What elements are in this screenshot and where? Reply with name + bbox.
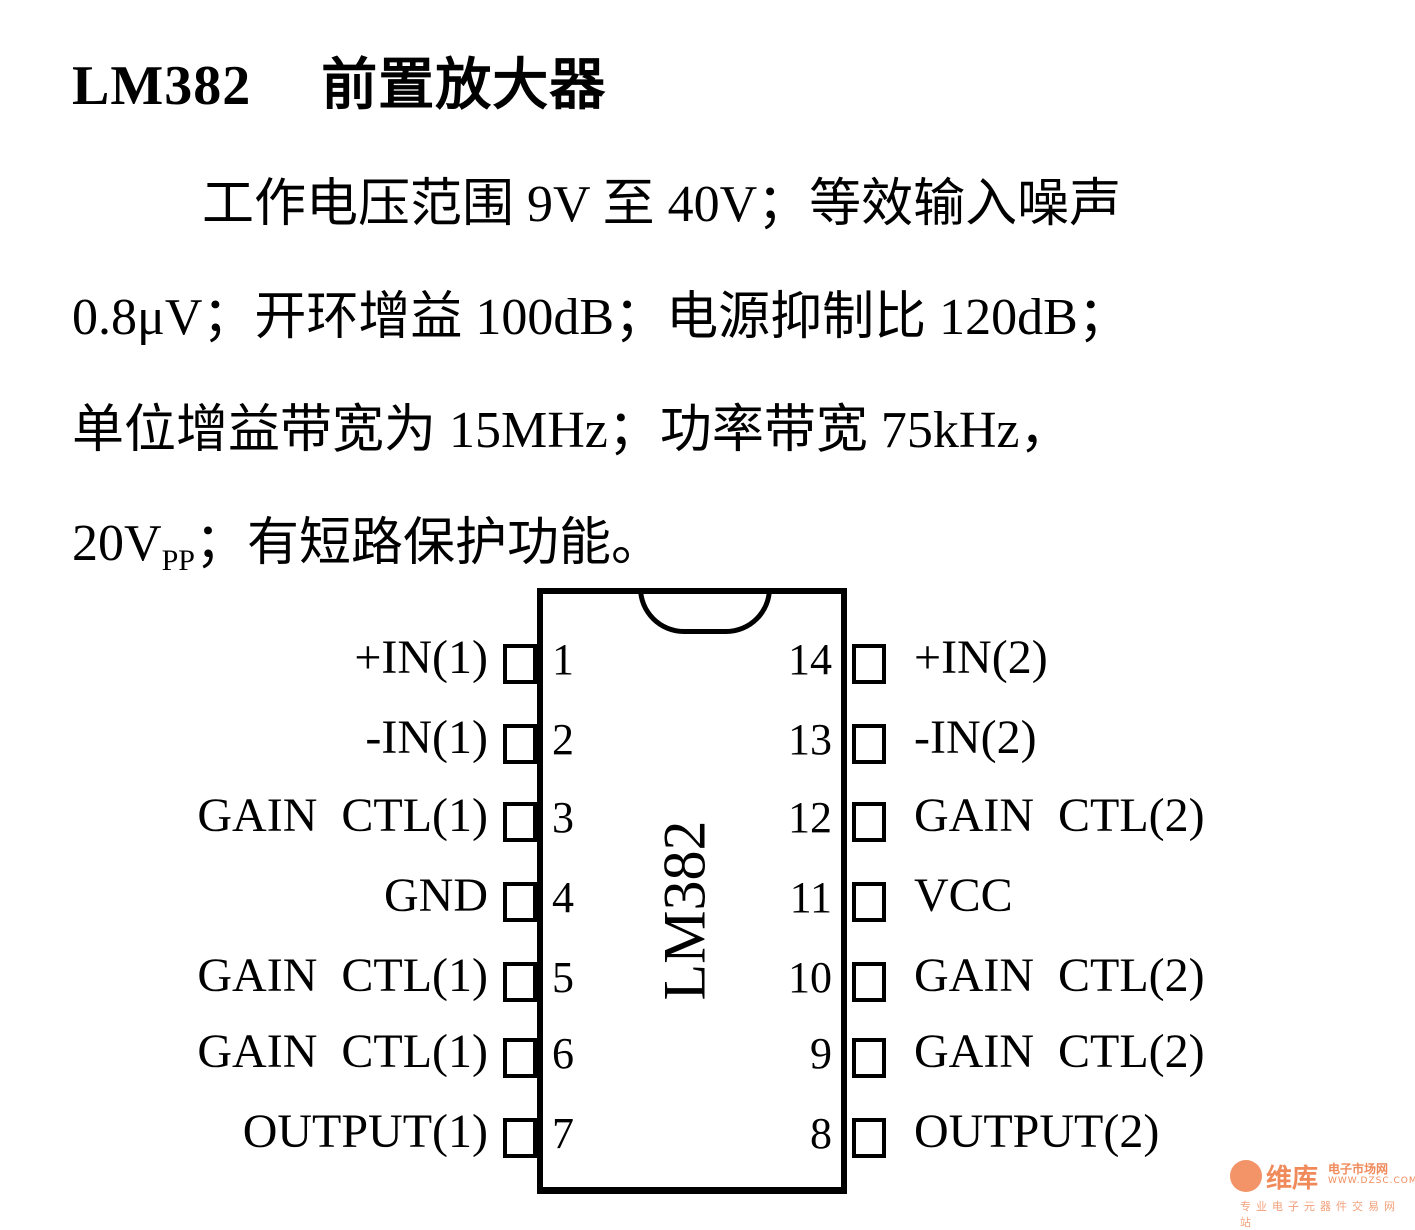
watermark: 维库 电子市场网 WWW.DZSC.COM 专业电子元器件交易网站 [1228,1158,1415,1229]
pin-number: 10 [788,953,832,1002]
watermark-url: WWW.DZSC.COM [1328,1176,1415,1186]
pin-number: 4 [552,873,574,922]
pin-label: +IN(2) [914,631,1048,684]
pin-label: GAIN CTL(1) [197,949,488,1002]
pin-pad-left [503,644,537,684]
pin-pad-right [852,724,886,764]
pin-number: 6 [552,1029,574,1078]
pin-number: 13 [788,715,832,764]
voltage-value: 20V [72,515,162,572]
pin-number: 8 [810,1109,832,1158]
pin-label: OUTPUT(1) [242,1105,488,1158]
pin-label: GAIN CTL(1) [197,1025,488,1078]
spec-line-3: 单位增益带宽为 15MHz；功率带宽 75kHz， [72,402,1072,459]
pin-label: GND [384,869,488,922]
pp-subscript: PP [161,544,195,577]
pin-number: 2 [552,715,574,764]
pin-number: 12 [788,793,832,842]
part-description: 前置放大器 [321,55,607,117]
spec-paragraph: 工作电压范围 9V 至 40V；等效输入噪声 0.8μV；开环增益 100dB；… [72,148,1362,600]
pin-label: OUTPUT(2) [914,1105,1160,1158]
pin-number: 3 [552,793,574,842]
pin-label: -IN(2) [914,711,1037,764]
pin-pad-right [852,1038,886,1078]
spec-line-1: 工作电压范围 9V 至 40V；等效输入噪声 [202,176,1122,233]
pin-label: GAIN CTL(1) [197,789,488,842]
spec-line-4: 20VPP；有短路保护功能。 [72,487,1362,600]
spec-line-4-rest: ；有短路保护功能。 [194,515,663,572]
part-number: LM382 [72,55,252,117]
pin-label: VCC [914,869,1013,922]
pin-pad-left [503,962,537,1002]
watermark-brand: 维库 [1266,1164,1319,1194]
pin-pad-left [503,1038,537,1078]
pin-label: GAIN CTL(2) [914,949,1205,1002]
pin-number: 5 [552,953,574,1002]
pin-pad-right [852,802,886,842]
pin-pad-right [852,962,886,1002]
pin-label: -IN(1) [365,711,488,764]
pin-pad-left [503,724,537,764]
watermark-tagline: 专业电子元器件交易网站 [1240,1200,1400,1229]
page-title: LM382 前置放大器 [72,40,606,121]
watermark-brand2: 电子市场网 [1328,1162,1389,1176]
pin-number: 1 [552,635,574,684]
pin-number: 7 [552,1109,574,1158]
pin-number: 9 [810,1029,832,1078]
pin-label: +IN(1) [354,631,488,684]
pin-label: GAIN CTL(2) [914,1025,1205,1078]
chip-label: LM382 [651,820,718,1001]
ic-package-outline: LM382 [537,588,847,1194]
pin-pad-right [852,644,886,684]
pin-number: 14 [788,635,832,684]
pin1-notch [638,588,772,634]
pin-pad-left [503,802,537,842]
spec-line-2: 0.8μV；开环增益 100dB；电源抑制比 120dB； [72,289,1130,346]
pin-pad-left [503,882,537,922]
pin-label: GAIN CTL(2) [914,789,1205,842]
pin-pad-left [503,1118,537,1158]
pin-pad-right [852,882,886,922]
circuit-logo-icon [1230,1160,1262,1192]
pin-number: 11 [789,873,832,922]
pin-pad-right [852,1118,886,1158]
